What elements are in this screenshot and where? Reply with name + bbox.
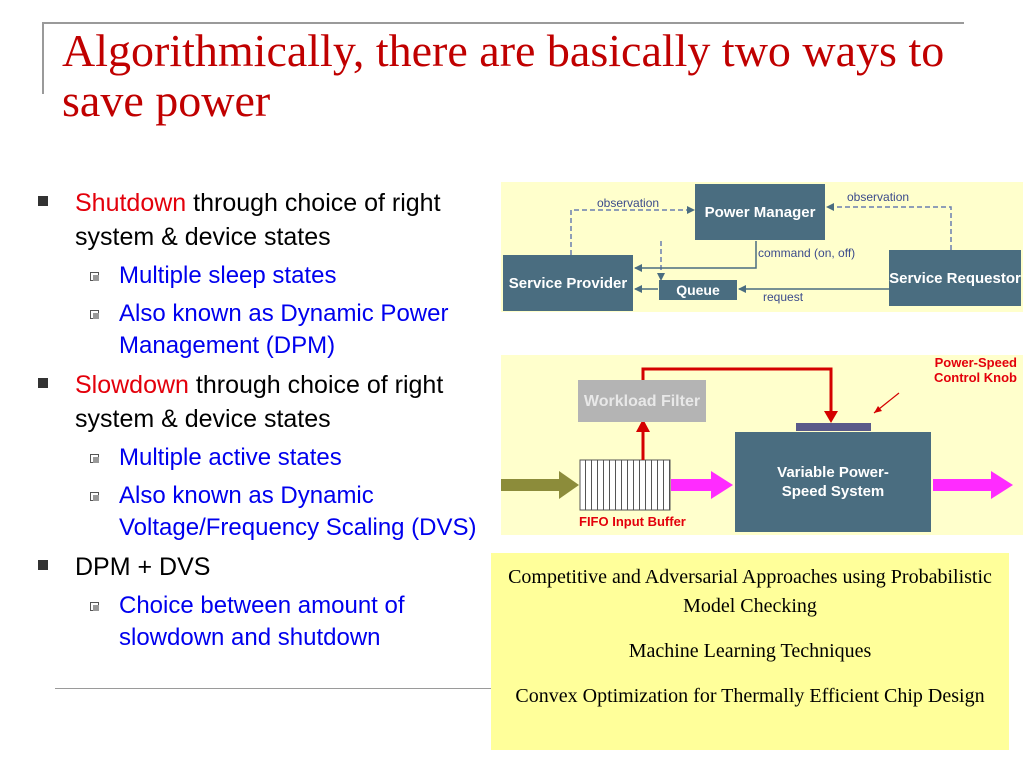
frame-bottom-line [55, 688, 495, 689]
power-manager-label: Power Manager [704, 203, 816, 221]
approach-item: Competitive and Adversarial Approaches u… [508, 566, 992, 617]
bullet-highlight: Shutdown [75, 189, 187, 217]
service-provider-label: Service Provider [508, 274, 628, 292]
control-knob-bar [796, 423, 871, 431]
bullet-highlight: Slowdown [75, 371, 189, 399]
sub-bullet-text: Multiple sleep states [119, 262, 337, 289]
hollow-square-bullet-icon [90, 272, 99, 281]
control-knob-label: Power-Speed Control Knob [899, 355, 1017, 385]
workload-filter-box: Workload Filter [578, 380, 706, 422]
square-bullet-icon [38, 196, 48, 206]
fifo-buffer [579, 459, 671, 511]
workload-filter-label: Workload Filter [583, 392, 701, 410]
power-manager-box: Power Manager [695, 184, 825, 240]
power-speed-diagram: Workload Filter Variable Power-Speed Sys… [501, 355, 1023, 535]
sub-bullet: Also known as Dynamic Voltage/Frequency … [30, 480, 490, 544]
hollow-square-bullet-icon [90, 454, 99, 463]
bullet-slowdown: Slowdown through choice of right system … [30, 368, 490, 436]
approaches-list: Competitive and Adversarial Approaches u… [491, 553, 1009, 711]
bullet-list: Shutdown through choice of right system … [30, 186, 490, 660]
approach-item: Convex Optimization for Thermally Effici… [515, 685, 985, 707]
sub-bullet-text: Also known as Dynamic Power Management (… [119, 300, 449, 359]
fifo-label: FIFO Input Buffer [579, 514, 686, 529]
service-requestor-box: Service Requestor [889, 250, 1021, 306]
variable-system-box: Variable Power-Speed System [735, 432, 931, 532]
sub-bullet: Multiple active states [30, 442, 490, 474]
queue-label: Queue [676, 281, 720, 298]
sub-bullet-text: Choice between amount of slowdown and sh… [119, 592, 405, 651]
power-manager-connectors [570, 203, 952, 293]
bullet-text: through choice of right system & device … [75, 371, 444, 433]
square-bullet-icon [38, 378, 48, 388]
hollow-square-bullet-icon [90, 492, 99, 501]
observation-left-label: observation [597, 196, 660, 210]
sub-bullet: Also known as Dynamic Power Management (… [30, 298, 490, 362]
sub-bullet: Multiple sleep states [30, 260, 490, 292]
request-label: request [763, 290, 804, 304]
sub-bullet-text: Also known as Dynamic Voltage/Frequency … [119, 482, 477, 541]
power-speed-connectors [501, 367, 1013, 511]
input-arrow-shaft [501, 479, 559, 491]
observation-right-label: observation [847, 190, 910, 204]
variable-system-label: Variable Power-Speed System [777, 464, 889, 500]
bullet-shutdown: Shutdown through choice of right system … [30, 186, 490, 254]
service-provider-box: Service Provider [503, 255, 633, 311]
service-requestor-label: Service Requestor [889, 269, 1021, 287]
square-bullet-icon [38, 560, 48, 570]
approaches-box: Competitive and Adversarial Approaches u… [491, 553, 1009, 750]
approach-item: Machine Learning Techniques [628, 640, 872, 662]
sub-bullet-text: Multiple active states [119, 444, 342, 471]
bullet-text: through choice of right system & device … [75, 189, 441, 251]
bullet-dpm-dvs: DPM + DVS [30, 550, 490, 584]
command-label: command (on, off) [758, 246, 856, 260]
control-knob-text: Power-Speed Control Knob [933, 355, 1017, 385]
power-manager-diagram: Power Manager Service Provider Service R… [501, 182, 1023, 312]
frame-left-line [42, 22, 44, 94]
input-arrow-head [559, 471, 579, 499]
queue-box: Queue [659, 280, 737, 300]
bullet-text: DPM + DVS [75, 553, 211, 581]
slide-title: Algorithmically, there are basically two… [62, 25, 945, 126]
sub-bullet: Choice between amount of slowdown and sh… [30, 590, 490, 654]
hollow-square-bullet-icon [90, 602, 99, 611]
hollow-square-bullet-icon [90, 310, 99, 319]
frame-top-line [42, 22, 964, 24]
